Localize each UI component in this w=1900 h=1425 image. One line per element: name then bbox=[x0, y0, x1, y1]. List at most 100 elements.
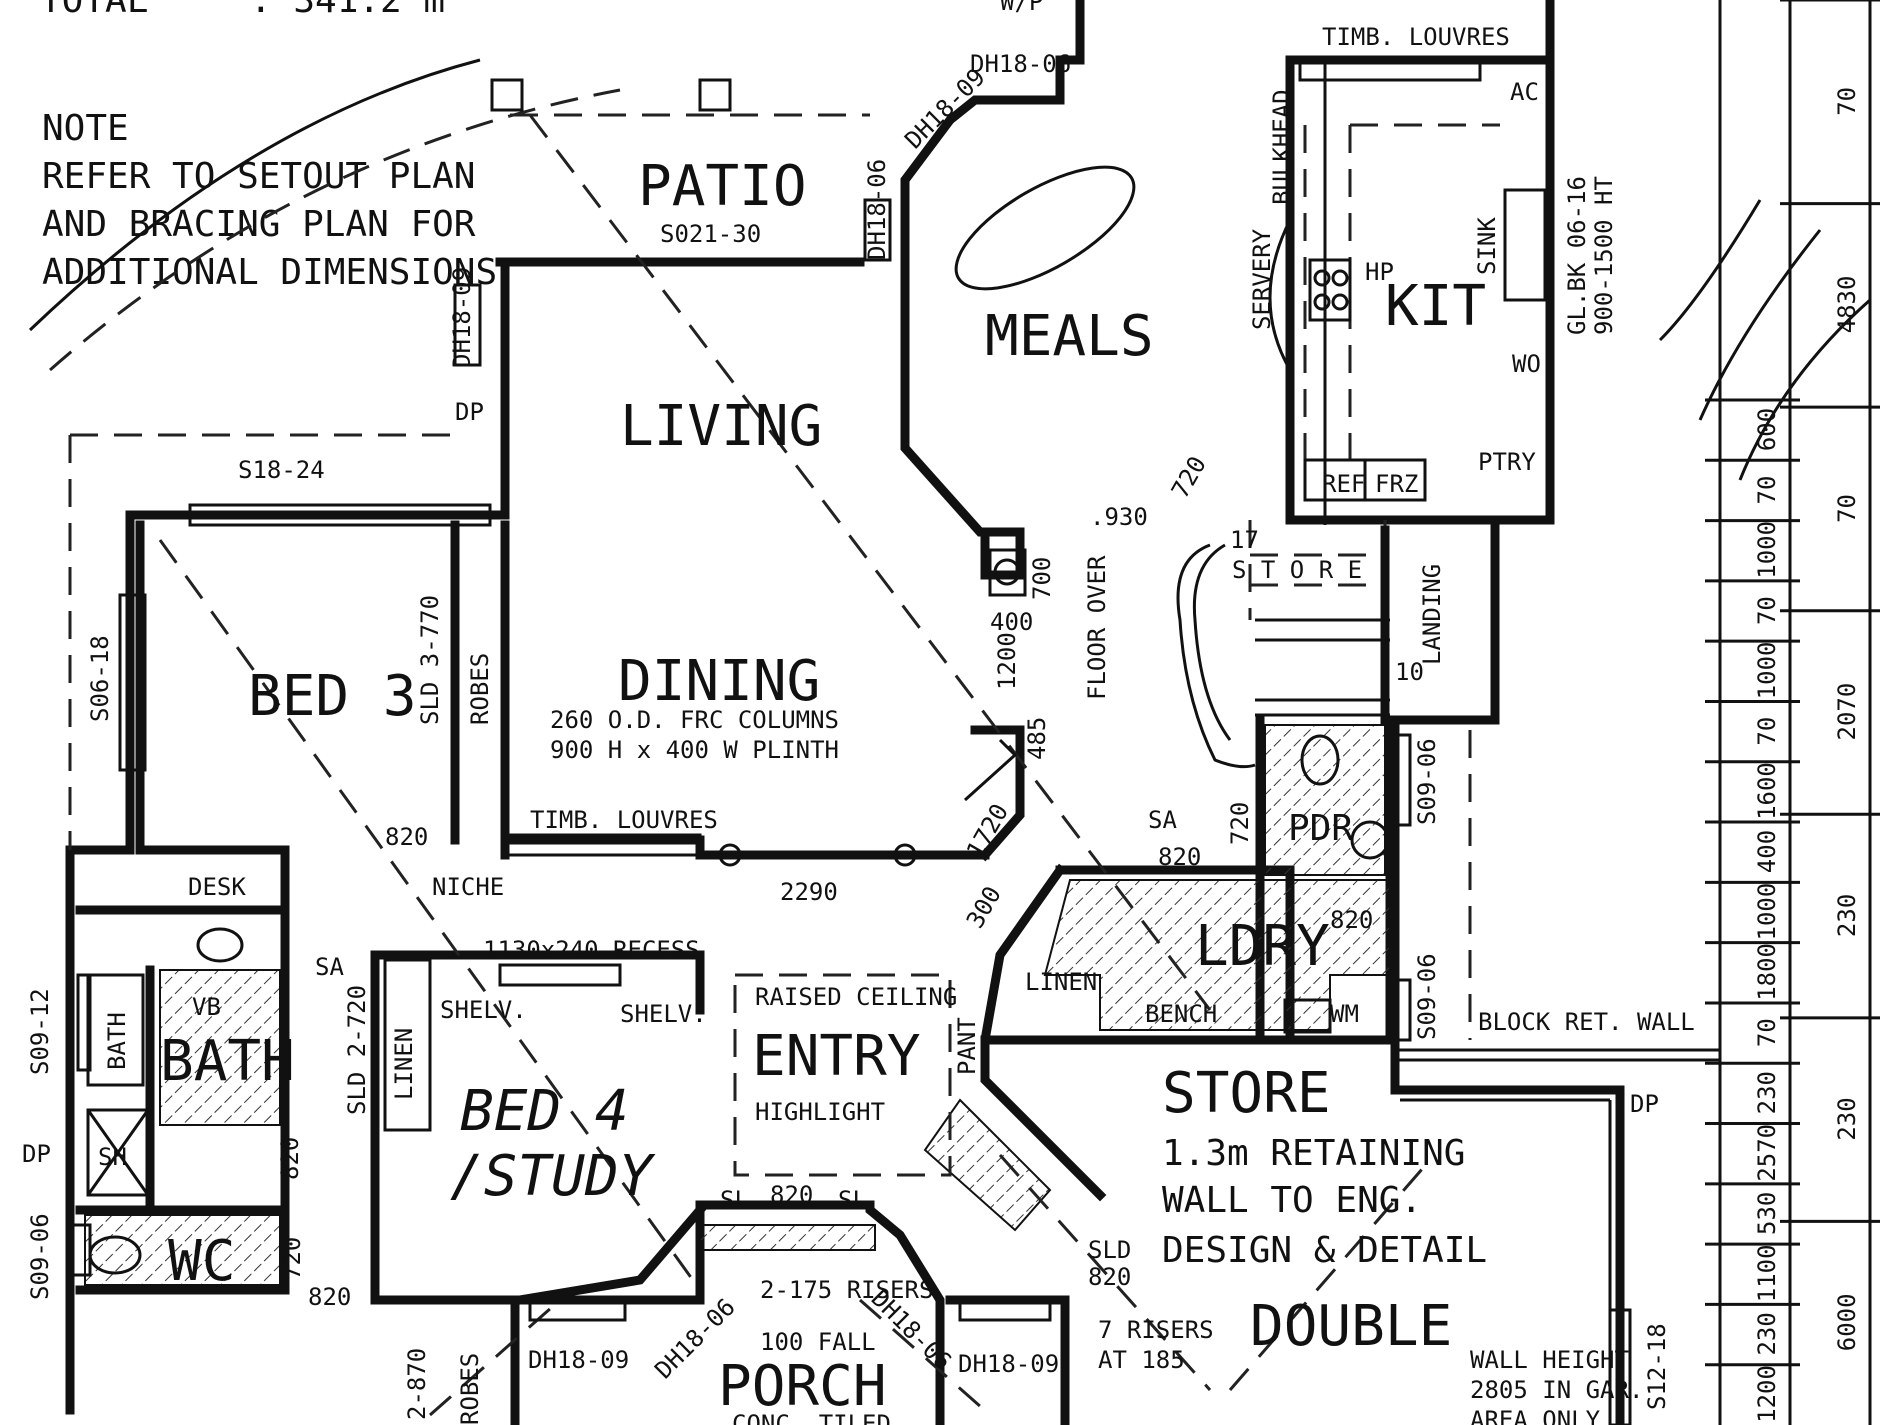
room-dining: DINING bbox=[618, 649, 820, 714]
label-frz: FRZ bbox=[1375, 470, 1418, 498]
dim-720-b: 720 bbox=[1226, 802, 1254, 845]
label-highlight: HIGHLIGHT bbox=[755, 1098, 885, 1126]
label-sld2-720: SLD 2-720 bbox=[343, 985, 371, 1115]
dimension-value: 70 bbox=[1753, 476, 1781, 505]
label-sh: SH bbox=[98, 1143, 127, 1171]
label-ptry: PTRY bbox=[1478, 448, 1536, 476]
dining-columns bbox=[718, 548, 1027, 867]
label-sld: SLD bbox=[1088, 1236, 1131, 1264]
dimension-value: 230 bbox=[1833, 894, 1861, 937]
label-sa-left: SA bbox=[315, 953, 344, 981]
note-line-1: NOTE bbox=[42, 108, 129, 149]
room-double: DOUBLE bbox=[1250, 1294, 1452, 1359]
dimension-value: 70 bbox=[1753, 717, 1781, 746]
dimension-value: 230 bbox=[1753, 1071, 1781, 1114]
label-recess: 1130x240 RECESS bbox=[483, 936, 700, 964]
dimension-value: 6000 bbox=[1833, 1293, 1861, 1351]
dimension-value: 230 bbox=[1833, 1097, 1861, 1140]
room-pdr: PDR bbox=[1288, 808, 1353, 849]
dimension-value: 70 bbox=[1753, 1018, 1781, 1047]
bath-hatch bbox=[159, 969, 281, 1126]
dimension-value: 2570 bbox=[1753, 1124, 1781, 1182]
pdr-basin bbox=[1350, 820, 1390, 860]
label-linen-right: LINEN bbox=[1025, 968, 1097, 996]
label-s09-12: S09-12 bbox=[26, 988, 54, 1075]
room-ldry: LDRY bbox=[1195, 914, 1330, 979]
label-wp: W/P bbox=[1000, 0, 1043, 16]
pdr-hatch bbox=[1264, 724, 1386, 876]
servery-curve bbox=[1268, 219, 1292, 371]
label-servery: SERVERY bbox=[1248, 228, 1276, 330]
shower bbox=[86, 1108, 150, 1197]
dimension-chain: 6007010007010007016004001000180070230257… bbox=[1705, 0, 1880, 1425]
dim-820-b: 820 bbox=[1158, 843, 1201, 871]
vanity-basin bbox=[196, 927, 244, 963]
total-unit-superscript: 2 bbox=[418, 0, 432, 6]
dimension-value: 530 bbox=[1753, 1192, 1781, 1235]
label-sl-2: SL bbox=[838, 1186, 867, 1214]
label-s09-06-a: S09-06 bbox=[1413, 738, 1441, 825]
dim-720-a: 720 bbox=[1166, 451, 1212, 503]
label-wm: WM bbox=[1330, 1000, 1359, 1028]
dimension-value: 70 bbox=[1753, 596, 1781, 625]
room-entry: ENTRY bbox=[752, 1024, 921, 1089]
label-sink: SINK bbox=[1473, 217, 1501, 275]
label-sa-right: SA bbox=[1148, 806, 1177, 834]
label-s09-06-c: S09-06 bbox=[1413, 953, 1441, 1040]
label-shelv-2: SHELV. bbox=[620, 1000, 707, 1028]
dimension-value: 4830 bbox=[1833, 276, 1861, 334]
kitchen-sink bbox=[1503, 188, 1547, 302]
label-hp: HP bbox=[1365, 258, 1394, 286]
label-linen-left: LINEN bbox=[390, 1028, 418, 1100]
dim-485: 485 bbox=[1023, 717, 1051, 760]
label-niche: NICHE bbox=[432, 873, 504, 901]
dim-700: 700 bbox=[1028, 557, 1056, 600]
room-kit: KIT bbox=[1385, 274, 1486, 339]
label-shelv-1: SHELV. bbox=[440, 996, 527, 1024]
sketch-dashed-curve bbox=[49, 88, 621, 372]
room-bath: BATH bbox=[160, 1029, 295, 1094]
dimension-value: 230 bbox=[1753, 1312, 1781, 1355]
label-retaining-2: WALL TO ENG. bbox=[1162, 1180, 1422, 1221]
dim-820-d: 820 bbox=[308, 1283, 351, 1311]
label-retaining-3: DESIGN & DETAIL bbox=[1162, 1230, 1487, 1271]
wc-hatch bbox=[84, 1214, 281, 1286]
label-retaining-1: 1.3m RETAINING bbox=[1162, 1133, 1465, 1174]
label-dh18-09-b: DH18-09 bbox=[528, 1346, 629, 1374]
dimension-value: 400 bbox=[1753, 830, 1781, 873]
label-glbk: GL.BK 06-16 bbox=[1563, 176, 1591, 335]
room-bed4: BED 4 bbox=[460, 1079, 629, 1144]
dim-820-f: 820 bbox=[1330, 906, 1373, 934]
total-value: : 341.2 m bbox=[250, 0, 445, 21]
label-dp-right: DP bbox=[1630, 1090, 1659, 1118]
dim-820-c: 820 bbox=[276, 1137, 304, 1180]
dashed-lines bbox=[68, 113, 1500, 1417]
entry-step-hatch bbox=[699, 1224, 876, 1251]
dimension-value: 1800 bbox=[1753, 943, 1781, 1001]
fixtures bbox=[86, 188, 1547, 1275]
area-total: TOTAL : 341.2 m 2 bbox=[40, 0, 445, 21]
label-wall-height-2: 2805 IN GAR. bbox=[1470, 1376, 1643, 1404]
label-dh18-06-vertical: DH18-06 bbox=[863, 159, 891, 260]
label-step-17: 17 bbox=[1230, 526, 1259, 554]
label-ref: REF bbox=[1322, 470, 1365, 498]
label-fall: 100 FALL bbox=[760, 1328, 876, 1356]
label-conc-tiled: CONC. TILED bbox=[732, 1410, 891, 1425]
dim-400: 400 bbox=[990, 608, 1033, 636]
note-line-4: ADDITIONAL DIMENSIONS bbox=[42, 252, 497, 293]
handwritten-marks bbox=[954, 165, 1871, 481]
bathtub bbox=[86, 973, 145, 1087]
label-desk: DESK bbox=[188, 873, 246, 901]
label-sl-1: SL bbox=[720, 1186, 749, 1214]
label-step-10: 10 bbox=[1395, 658, 1424, 686]
label-bulkhead: BULKHEAD bbox=[1268, 89, 1296, 205]
general-note: NOTE REFER TO SETOUT PLAN AND BRACING PL… bbox=[42, 108, 497, 293]
room-living: LIVING bbox=[620, 394, 822, 459]
dimension-value: 1000 bbox=[1753, 521, 1781, 579]
room-wc: WC bbox=[168, 1229, 235, 1294]
label-frc-plinth: 900 H x 400 W PLINTH bbox=[550, 736, 839, 764]
walls bbox=[65, 0, 1720, 1425]
windows bbox=[68, 58, 1632, 1425]
label-glbk-height: 900-1500 HT bbox=[1590, 176, 1618, 335]
total-label: TOTAL bbox=[40, 0, 148, 21]
